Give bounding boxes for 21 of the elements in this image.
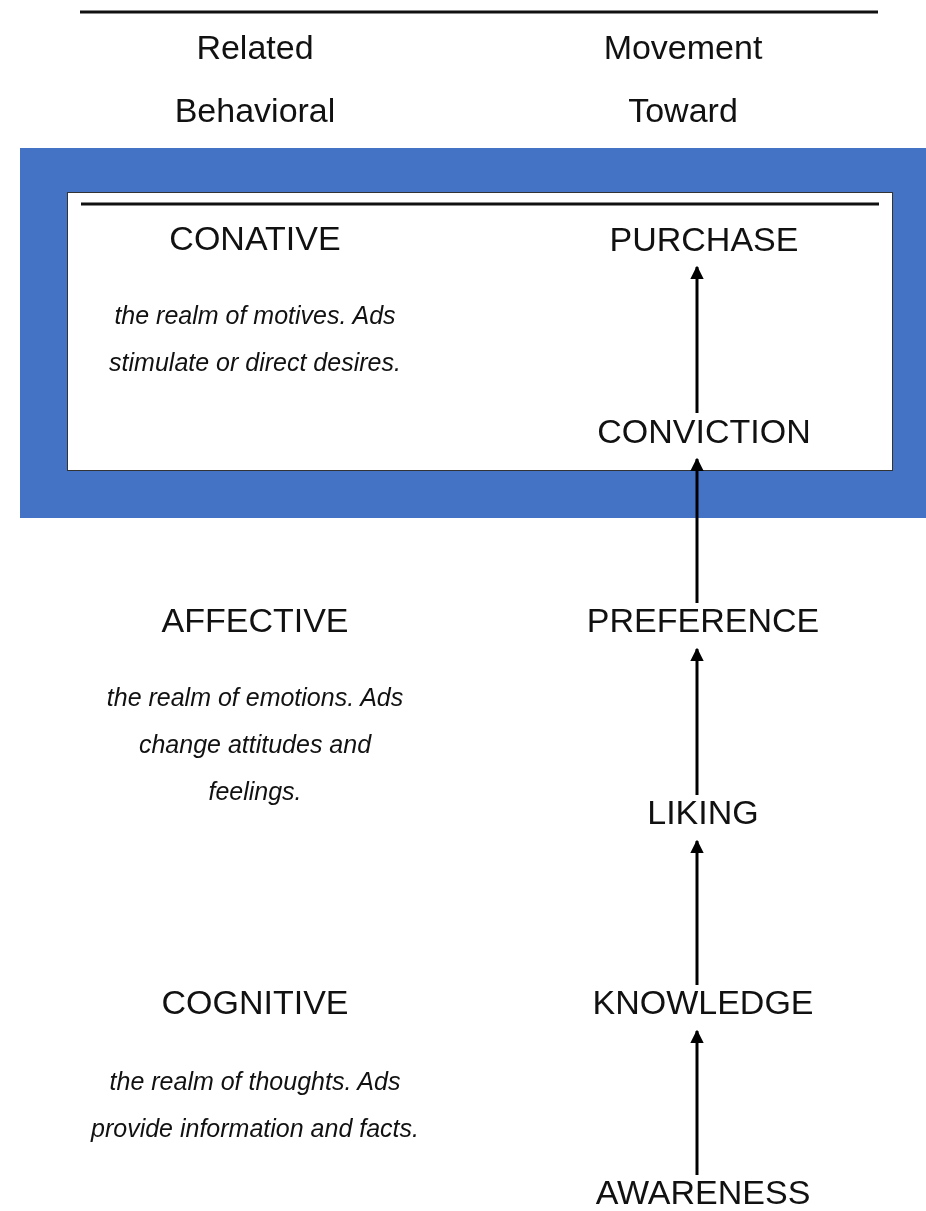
stage-label: KNOWLEDGE	[563, 983, 843, 1021]
section-heading: CONATIVE	[168, 218, 342, 258]
arrow	[690, 839, 704, 985]
section-heading: AFFECTIVE	[160, 600, 350, 640]
column-header: Movement Toward	[602, 27, 764, 131]
arrow	[690, 1029, 704, 1175]
highlight-band	[20, 148, 926, 518]
stage-label: LIKING	[563, 793, 843, 831]
description-text: the realm of motives. Ads stimulate or direct desires.	[108, 300, 402, 378]
column-header: Related Behavioral	[173, 27, 337, 131]
stage-label: PURCHASE	[564, 220, 844, 258]
arrow	[690, 647, 704, 795]
description-text: the realm of thoughts. Ads provide information and facts.	[89, 1066, 420, 1144]
stage-label: CONVICTION	[564, 412, 844, 450]
arrow	[690, 265, 704, 413]
panel-box	[67, 192, 893, 471]
stage-label: PREFERENCE	[563, 601, 843, 639]
arrow	[690, 457, 704, 603]
stage-label: AWARENESS	[563, 1173, 843, 1211]
section-heading: COGNITIVE	[160, 982, 350, 1022]
description-text: the realm of emotions. Ads change attitudes and feelings.	[105, 682, 405, 807]
